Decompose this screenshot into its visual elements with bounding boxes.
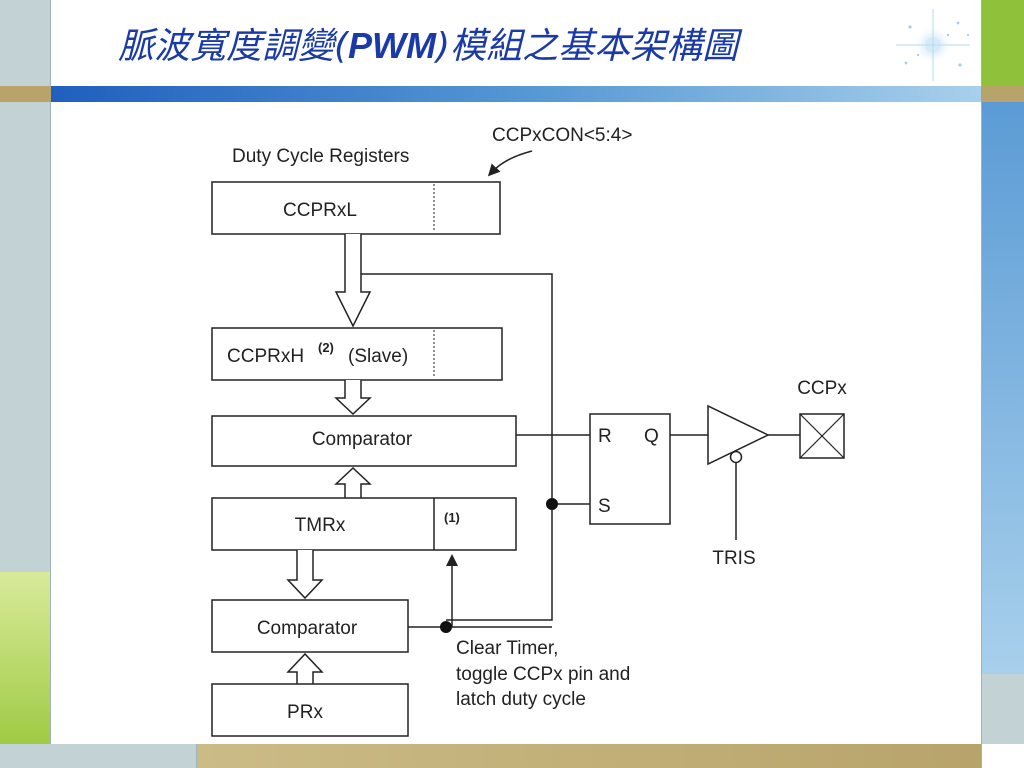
frame-bottom-bar-gray [51, 744, 197, 768]
ccprxh-label: CCPRxH [227, 346, 304, 367]
frame-left-bottom [0, 744, 51, 768]
latch-s-label: S [598, 496, 611, 517]
buffer-enable-bubble [729, 450, 743, 464]
title-suffix: )模組之基本架構圖 [436, 26, 739, 67]
clear-timer-line-2: toggle CCPx pin and [456, 664, 630, 685]
hollow-arrow-ccprxl-to-ccprxh [334, 234, 372, 328]
tmrx-register-box [211, 497, 517, 551]
frame-right-blue [981, 102, 1024, 674]
ccprxh-register-box [211, 327, 503, 381]
frame-left-gray-mid [0, 102, 51, 572]
slide-title: 脈波寬度調變(PWM)模組之基本架構圖 [118, 18, 878, 74]
prx-register-box [211, 683, 409, 737]
frame-title-bar [51, 86, 981, 102]
comparator-top-box [211, 415, 517, 467]
title-prefix: 脈波寬度調變( [118, 26, 349, 67]
tmrx-label: TMRx [295, 515, 346, 536]
latch-q-label: Q [644, 426, 659, 447]
frame-bottom-bar [197, 744, 981, 768]
ccpxcon-pointer-arrow [487, 150, 533, 177]
latch-r-label: R [598, 426, 612, 447]
ccpxcon-label: CCPxCON<5:4> [492, 125, 632, 146]
comparator-top-label: Comparator [312, 429, 413, 450]
hollow-arrow-tmrx-to-comparator [334, 466, 372, 498]
sparkle-icon [896, 9, 970, 81]
hollow-arrow-tmrx-to-comparator-bottom [286, 550, 324, 600]
frame-right-green [981, 0, 1024, 86]
frame-left-gray-top [0, 0, 51, 86]
frame-left-green [0, 572, 51, 744]
duty-cycle-registers-label: Duty Cycle Registers [232, 146, 409, 167]
ccprxl-label: CCPRxL [283, 200, 357, 221]
comparator-bottom-box [211, 599, 409, 653]
wire-ccprxl-to-bus [361, 273, 553, 621]
clear-timer-line-3: latch duty cycle [456, 689, 586, 710]
frame-title-bar-left [0, 86, 51, 102]
title-acronym: PWM [348, 25, 437, 66]
ccprxh-superscript: (2) [318, 340, 334, 355]
tris-label: TRIS [712, 548, 755, 569]
ccprxl-register-box [211, 181, 501, 235]
hollow-arrow-prx-to-comparator [286, 652, 324, 684]
rs-latch-box [589, 413, 671, 525]
frame-right-bottom [981, 744, 1024, 768]
comparator-bottom-label: Comparator [257, 618, 358, 639]
junction-dot-bottom [440, 621, 452, 633]
junction-dot-s [546, 498, 558, 510]
hollow-arrow-ccprxh-to-comparator [334, 380, 372, 416]
clear-timer-line-1: Clear Timer, [456, 638, 558, 659]
ccpx-pin-label: CCPx [797, 378, 847, 399]
ccpx-pin-cross-b [799, 413, 845, 459]
frame-right-gray [981, 674, 1024, 744]
tristate-buffer [707, 404, 770, 466]
prx-label: PRx [287, 702, 323, 723]
tmrx-note: (1) [444, 510, 460, 525]
ccprxh-slave-label: (Slave) [348, 346, 408, 367]
frame-title-bar-right [981, 86, 1024, 102]
